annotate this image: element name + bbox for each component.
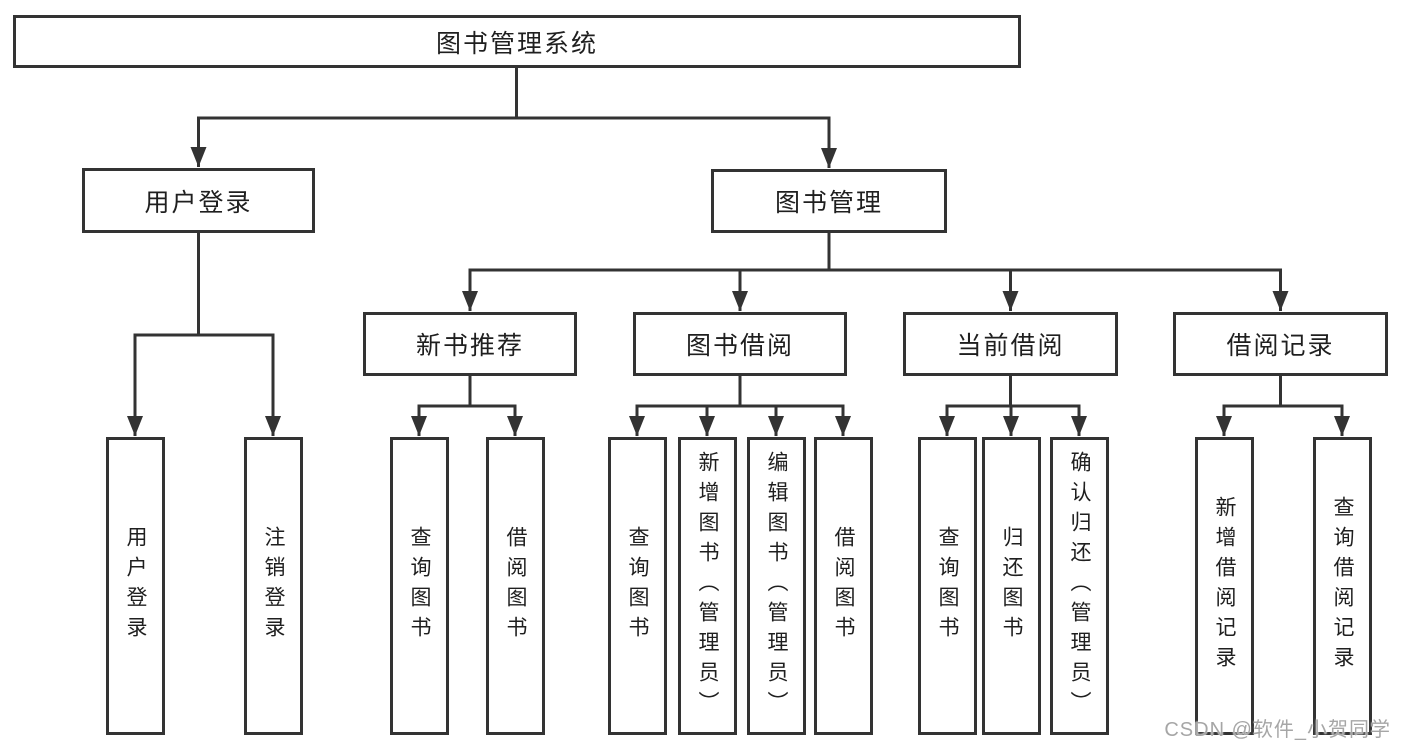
leaf-current-return-books: 归还图书: [982, 437, 1041, 735]
node-book-management: 图书管理: [711, 169, 947, 233]
node-label: 确认归还（管理员）: [1068, 451, 1091, 721]
leaf-records-query-record: 查询借阅记录: [1313, 437, 1372, 735]
node-label: 编辑图书（管理员）: [765, 451, 788, 721]
node-label: 查询图书: [936, 526, 959, 646]
node-label: 新增图书（管理员）: [696, 451, 719, 721]
leaf-current-query-books: 查询图书: [918, 437, 977, 735]
node-label: 用户登录: [144, 188, 253, 217]
node-book-borrow: 图书借阅: [633, 312, 847, 376]
node-label: 借阅记录: [1226, 332, 1335, 360]
node-label: 当前借阅: [956, 332, 1065, 360]
node-label: 归还图书: [1000, 526, 1023, 646]
node-label: 图书管理系统: [435, 29, 598, 58]
node-new-book-recommend: 新书推荐: [363, 312, 577, 376]
leaf-logout: 注销登录: [244, 437, 303, 735]
node-label: 用户登录: [124, 526, 147, 646]
leaf-borrow-add-books-admin: 新增图书（管理员）: [678, 437, 737, 735]
leaf-borrow-query-books: 查询图书: [608, 437, 667, 735]
node-current-borrow: 当前借阅: [903, 312, 1118, 376]
leaf-borrow-borrow-books: 借阅图书: [814, 437, 873, 735]
node-label: 注销登录: [262, 526, 285, 646]
node-label: 借阅图书: [504, 526, 527, 646]
csdn-watermark: CSDN @软件_小贺同学: [1164, 719, 1391, 741]
leaf-recommend-borrow-books: 借阅图书: [486, 437, 545, 735]
node-label: 借阅图书: [832, 526, 855, 646]
node-label: 查询图书: [408, 526, 431, 646]
node-borrow-records: 借阅记录: [1173, 312, 1388, 376]
leaf-recommend-query-books: 查询图书: [390, 437, 449, 735]
leaf-current-confirm-return-admin: 确认归还（管理员）: [1050, 437, 1109, 735]
node-label: 图书管理: [774, 189, 883, 217]
node-label: 新书推荐: [415, 332, 524, 360]
node-label: 图书借阅: [685, 332, 794, 360]
node-label: 查询借阅记录: [1331, 496, 1354, 676]
node-label: 查询图书: [626, 526, 649, 646]
leaf-records-add-record: 新增借阅记录: [1195, 437, 1254, 735]
leaf-user-login: 用户登录: [106, 437, 165, 735]
node-root-system: 图书管理系统: [13, 15, 1021, 68]
node-user-login: 用户登录: [82, 168, 315, 233]
node-label: 新增借阅记录: [1213, 496, 1236, 676]
leaf-borrow-edit-books-admin: 编辑图书（管理员）: [747, 437, 806, 735]
